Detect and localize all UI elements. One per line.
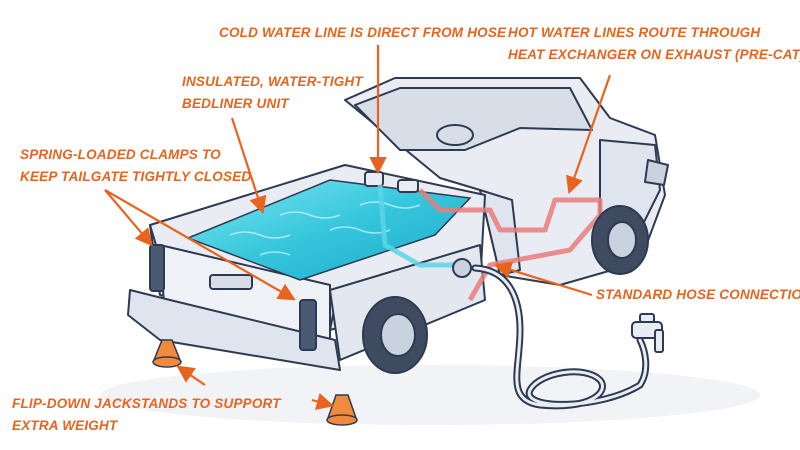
pointer-hot-water [566,74,612,195]
callout-clamps: SPRING-LOADED CLAMPS TO KEEP TAILGATE TI… [20,144,251,188]
water-ripples [229,201,421,256]
callout-jackstands-line1: FLIP-DOWN JACKSTANDS TO SUPPORT [12,396,281,411]
callout-insulated: INSULATED, WATER-TIGHT BEDLINER UNIT [182,71,363,115]
pointer-jackstand-right [311,392,335,410]
water-spigot [631,313,664,353]
callout-clamps-line2: KEEP TAILGATE TIGHTLY CLOSED [20,169,252,184]
callout-hose-connections: STANDARD HOSE CONNECTIONS [596,284,800,306]
hose-connection-port [452,258,472,278]
jackstands [152,339,358,426]
hot-water-line [418,188,603,302]
callout-cold-water-line1: COLD WATER LINE IS DIRECT FROM HOSE [219,25,507,40]
pointer-jackstand-left [176,365,206,386]
callout-hot-water-line2: HEAT EXCHANGER ON EXHAUST (PRE-CAT) [508,47,800,62]
callout-clamps-line1: SPRING-LOADED CLAMPS TO [20,147,221,162]
hot-tub-water [185,179,472,281]
pointer-insulated [230,117,267,215]
callout-hot-water: HOT WATER LINES ROUTE THROUGH HEAT EXCHA… [508,22,800,66]
callout-pointers [104,45,612,410]
callout-jackstands-line2: EXTRA WEIGHT [12,418,118,433]
cold-water-line [377,184,470,268]
callout-insulated-line2: BEDLINER UNIT [182,96,289,111]
tub-faucet [364,171,419,193]
pointer-hose-connections [493,261,593,297]
steering-wheel [436,124,474,146]
callout-hose-connections-line1: STANDARD HOSE CONNECTIONS [596,287,800,302]
pointer-clamps-left [104,189,153,247]
callout-jackstands: FLIP-DOWN JACKSTANDS TO SUPPORT EXTRA WE… [12,393,281,437]
callout-insulated-line1: INSULATED, WATER-TIGHT [182,74,363,89]
callout-cold-water: COLD WATER LINE IS DIRECT FROM HOSE [219,22,506,44]
truck-wheels [362,205,649,374]
callout-hot-water-line1: HOT WATER LINES ROUTE THROUGH [508,25,761,40]
pointer-clamps-right [104,189,296,301]
